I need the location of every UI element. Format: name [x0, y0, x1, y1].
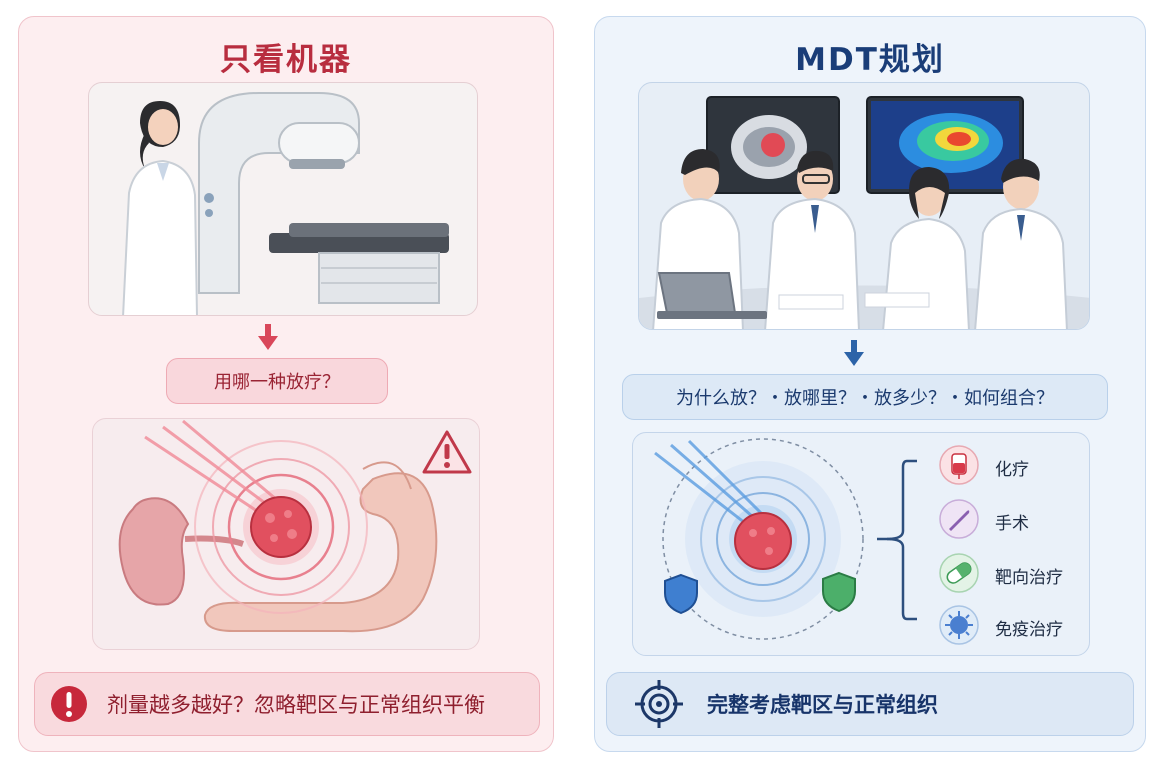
option-chemo-label: 化疗 — [995, 460, 1029, 480]
immune-cell-icon — [939, 605, 979, 645]
exclamation-circle-icon — [51, 686, 87, 722]
option-immuno-label: 免疫治疗 — [995, 620, 1063, 640]
right-question-pill: 为什么放？・放哪里？・放多少？・如何组合？ — [622, 374, 1108, 420]
shield-icon — [664, 573, 698, 615]
down-arrow-left — [258, 324, 278, 350]
bracket — [877, 459, 917, 621]
team-meeting-icon — [639, 149, 1089, 329]
heatmap-monitor-icon — [866, 96, 1024, 194]
left-question-pill: 用哪一种放疗？ — [166, 358, 388, 404]
down-arrow-right — [844, 340, 864, 366]
plan-illustration-right: 化疗 手术 靶向治疗 免疫治疗 — [632, 432, 1090, 656]
option-surgery-label: 手术 — [995, 514, 1029, 534]
tumor-icon — [250, 496, 312, 558]
left-warning-text: 剂量越多越好？忽略靶区与正常组织平衡 — [107, 693, 485, 717]
radiotherapy-machine-icon — [198, 92, 449, 304]
left-panel-title: 只看机器 — [220, 42, 352, 78]
right-question-text: 为什么放？・放哪里？・放多少？・如何组合？ — [676, 388, 1054, 409]
left-warning-banner: 剂量越多越好？忽略靶区与正常组织平衡 — [34, 672, 540, 736]
dose-illustration-left — [92, 418, 480, 650]
target-crosshair-icon — [635, 680, 683, 728]
scalpel-icon — [939, 499, 979, 539]
right-summary-text: 完整考虑靶区与正常组织 — [707, 693, 938, 717]
option-targeted-label: 靶向治疗 — [995, 568, 1063, 588]
warning-triangle-icon — [422, 430, 472, 474]
right-summary-banner: 完整考虑靶区与正常组织 — [606, 672, 1134, 736]
doctor-icon — [122, 101, 198, 315]
machine-illustration — [88, 82, 478, 316]
iv-bag-icon — [939, 445, 979, 485]
organs-icon — [118, 461, 438, 633]
left-question-text: 用哪一种放疗？ — [214, 372, 340, 393]
mdt-meeting-illustration — [638, 82, 1090, 330]
right-panel-title: MDT规划 — [795, 42, 945, 78]
shield-icon — [822, 571, 856, 613]
capsule-icon — [939, 553, 979, 593]
targeted-radiation-icon — [654, 438, 864, 640]
